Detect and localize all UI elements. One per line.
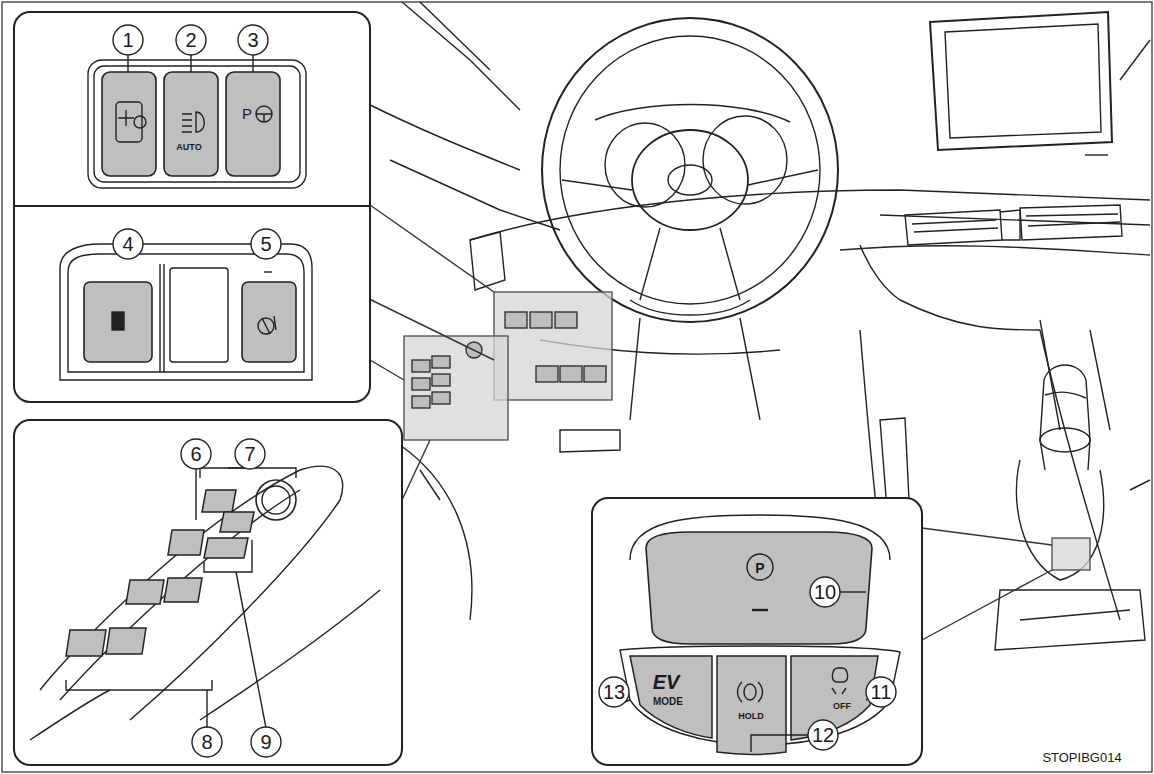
- callout-number: 10: [814, 582, 836, 602]
- button-text: AUTO: [176, 143, 201, 152]
- button-text: HOLD: [738, 712, 764, 721]
- button-text: MODE: [653, 697, 683, 707]
- callout-number: 11: [871, 682, 892, 702]
- button-text: P: [242, 106, 252, 121]
- callout-number: 7: [244, 444, 255, 464]
- callout-number: 8: [201, 732, 212, 752]
- button-text: P: [755, 561, 764, 575]
- callout-number: 6: [190, 444, 201, 464]
- callout-number: 5: [260, 234, 271, 254]
- button-text: EV: [653, 672, 680, 692]
- callout-number: 2: [185, 30, 196, 50]
- callout-number: 9: [260, 732, 271, 752]
- figure-code: STOPIBG014: [1042, 751, 1121, 764]
- callout-number: 1: [122, 30, 133, 50]
- button-text: OFF: [833, 702, 851, 711]
- callout-number: 3: [247, 30, 258, 50]
- callout-number: 4: [122, 234, 133, 254]
- callout-number: 12: [812, 725, 834, 745]
- callout-number: 13: [603, 682, 625, 702]
